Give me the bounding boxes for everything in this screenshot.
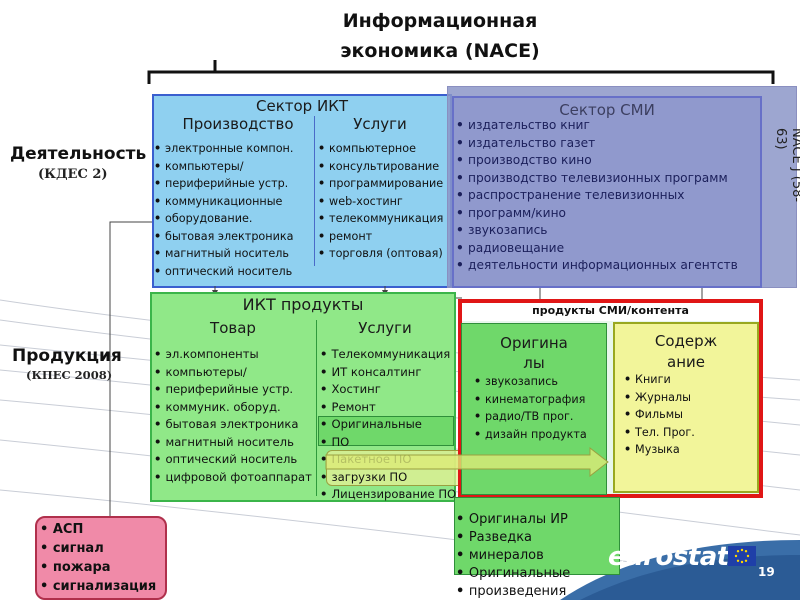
list-item: дизайн продукта bbox=[474, 426, 587, 444]
page-number: 19 bbox=[758, 565, 775, 579]
list-item: кинематография bbox=[474, 391, 587, 409]
list-item: производство телевизионных программ bbox=[456, 170, 738, 188]
intellectual-property-list: Оригиналы ИР Разведка минералов Оригинал… bbox=[456, 511, 570, 601]
list-item: ИТ консалтинг bbox=[320, 364, 456, 382]
list-item: распространение телевизионных bbox=[456, 187, 738, 205]
list-item: пожара bbox=[40, 558, 156, 577]
media-products-header-strip bbox=[462, 303, 759, 321]
activity-label: Деятельность bbox=[10, 144, 147, 164]
list-item: программ/кино bbox=[456, 205, 738, 223]
list-item: радиовещание bbox=[456, 240, 738, 258]
list-item: периферийные устр. bbox=[154, 175, 293, 193]
list-item: ремонт bbox=[318, 228, 443, 246]
list-item: Телекоммуникация bbox=[320, 346, 456, 364]
list-item: минералов bbox=[456, 547, 570, 565]
list-item: web-хостинг bbox=[318, 193, 443, 211]
title-line-1: Информационная bbox=[342, 10, 538, 32]
list-item: звукозапись bbox=[456, 222, 738, 240]
eurostat-logo: eurostat bbox=[608, 542, 729, 572]
list-item: Оригинальные bbox=[320, 416, 456, 434]
ict-products-divider bbox=[316, 320, 317, 496]
title-line-2: экономика (NACE) bbox=[340, 40, 540, 62]
list-item: оптический носитель bbox=[154, 451, 312, 469]
list-item: ПО bbox=[320, 434, 456, 452]
list-item: компьютеры/ bbox=[154, 364, 312, 382]
list-item: Фильмы bbox=[624, 406, 695, 424]
list-item: консультирование bbox=[318, 158, 443, 176]
page-title: Информационная экономика (NACE) bbox=[290, 6, 590, 66]
list-item: эл.компоненты bbox=[154, 346, 312, 364]
content-header-line-1: Содерж bbox=[654, 332, 718, 350]
list-item: оптический носитель bbox=[154, 263, 293, 281]
ict-services-header: Услуги bbox=[353, 115, 407, 133]
list-item: загрузки ПО bbox=[320, 469, 456, 487]
asp-list: АСП сигнал пожара сигнализация bbox=[40, 520, 156, 596]
ict-goods-list: эл.компоненты компьютеры/ периферийные у… bbox=[154, 346, 312, 487]
list-item: бытовая электроника bbox=[154, 228, 293, 246]
list-item: коммуникационные bbox=[154, 193, 293, 211]
originals-header-line-2: лы bbox=[523, 354, 545, 372]
list-item: производство кино bbox=[456, 152, 738, 170]
list-item: деятельности информационных агентств bbox=[456, 257, 738, 275]
originals-list: звукозапись кинематография радио/ТВ прог… bbox=[474, 373, 587, 443]
list-item: произведения bbox=[456, 583, 570, 601]
list-item: Ремонт bbox=[320, 399, 456, 417]
list-item: издательство газет bbox=[456, 135, 738, 153]
ict-column-divider bbox=[314, 116, 315, 266]
list-item: компьютерное bbox=[318, 140, 443, 158]
products-classification: (КПЕС 2008) bbox=[26, 368, 113, 382]
ict-production-list: электронные компон. компьютеры/ перифери… bbox=[154, 140, 293, 280]
content-list: Книги Журналы Фильмы Тел. Прог. Музыка bbox=[624, 371, 695, 459]
ict-services-list: компьютерное консультирование программир… bbox=[318, 140, 443, 263]
ict-products-title: ИКТ продукты bbox=[242, 295, 364, 314]
list-item: Книги bbox=[624, 371, 695, 389]
list-item: Музыка bbox=[624, 441, 695, 459]
list-item: бытовая электроника bbox=[154, 416, 312, 434]
activity-classification: (КДЕС 2) bbox=[38, 167, 108, 182]
list-item: Хостинг bbox=[320, 381, 456, 399]
list-item: сигнализация bbox=[40, 577, 156, 596]
content-header: Содерж ание bbox=[613, 331, 759, 373]
list-item: Лицензирование ПО bbox=[320, 486, 456, 504]
media-products-title: продукты СМИ/контента bbox=[532, 304, 689, 317]
eu-flag-icon bbox=[728, 546, 756, 566]
ict-goods-header: Товар bbox=[210, 319, 256, 337]
list-item: АСП bbox=[40, 520, 156, 539]
originals-header: Оригина лы bbox=[461, 333, 607, 373]
title-bracket bbox=[147, 60, 775, 84]
list-item: издательство книг bbox=[456, 117, 738, 135]
ict-products-services-header: Услуги bbox=[358, 319, 412, 337]
list-item: Оригинальные bbox=[456, 565, 570, 583]
list-item: цифровой фотоаппарат bbox=[154, 469, 311, 487]
list-item: компьютеры/ bbox=[154, 158, 293, 176]
list-item: магнитный носитель bbox=[154, 434, 312, 452]
media-sector-title: Сектор СМИ bbox=[559, 101, 655, 119]
list-item: Журналы bbox=[624, 389, 695, 407]
list-item: коммуник. оборуд. bbox=[154, 399, 312, 417]
list-item: оборудование. bbox=[154, 210, 293, 228]
content-header-line-2: ание bbox=[667, 353, 705, 371]
products-label: Продукция bbox=[12, 346, 122, 366]
list-item: Оригиналы ИР bbox=[456, 511, 570, 529]
nace-j-label: NACE J (58-63) bbox=[773, 128, 800, 203]
list-item: Разведка bbox=[456, 529, 570, 547]
list-item: программирование bbox=[318, 175, 443, 193]
media-sector-list: издательство книг издательство газет про… bbox=[456, 117, 738, 275]
list-item: телекоммуникация bbox=[318, 210, 443, 228]
list-item: магнитный носитель bbox=[154, 245, 293, 263]
originals-header-line-1: Оригина bbox=[500, 334, 568, 352]
list-item: торговля (оптовая) bbox=[318, 245, 443, 263]
ict-production-header: Производство bbox=[182, 115, 294, 133]
list-item: Тел. Прог. bbox=[624, 424, 695, 442]
list-item: электронные компон. bbox=[154, 140, 293, 158]
list-item: звукозапись bbox=[474, 373, 587, 391]
ict-sector-title: Сектор ИКТ bbox=[256, 97, 348, 115]
list-item: периферийные устр. bbox=[154, 381, 312, 399]
list-item: сигнал bbox=[40, 539, 156, 558]
list-item: радио/ТВ прог. bbox=[474, 408, 587, 426]
